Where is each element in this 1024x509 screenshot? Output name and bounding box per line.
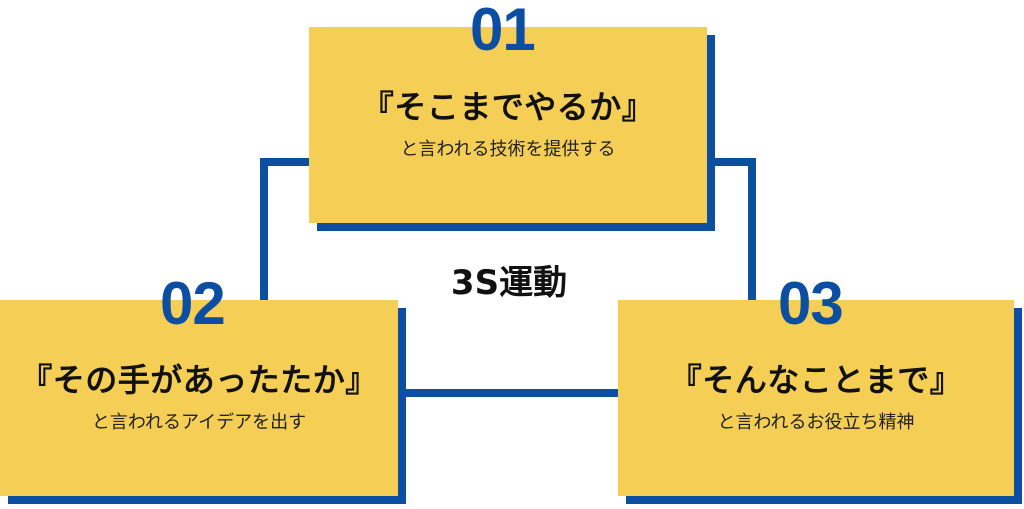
item-subline: と言われる技術を提供する [400,138,616,160]
item-headline: 『その手があったたか』 [20,360,378,399]
item-headline: 『そこまでやるか』 [361,87,655,126]
item-box-02: 『その手があったたか』 と言われるアイデアを出す [0,300,398,496]
connector-right-vertical [748,158,756,300]
connector-left-horizontal [260,158,310,166]
item-subline: と言われるお役立ち精神 [717,411,915,433]
item-number-02: 02 [160,270,226,337]
connector-right-horizontal [710,158,756,166]
item-number-03: 03 [778,270,844,337]
connector-bottom-horizontal [398,389,620,397]
center-title: 3S運動 [450,263,568,303]
item-box-01: 『そこまでやるか』 と言われる技術を提供する [309,27,707,223]
connector-left-vertical [260,158,268,300]
item-number-01: 01 [470,0,536,63]
item-headline: 『そんなことまで』 [669,360,963,399]
item-subline: と言われるアイデアを出す [91,411,307,433]
item-box-03: 『そんなことまで』 と言われるお役立ち精神 [618,300,1014,496]
